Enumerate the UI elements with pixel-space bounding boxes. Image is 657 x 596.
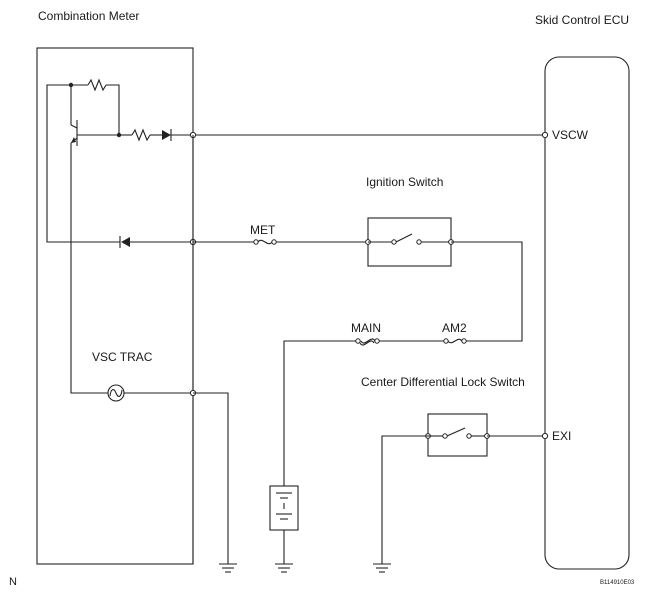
diode-met-icon [119, 236, 130, 248]
fuse-am2-icon [443, 338, 467, 344]
resistor-top-icon [87, 78, 107, 92]
vsc-trac-label: VSC TRAC [92, 350, 153, 364]
center-diff-switch-box [427, 413, 488, 457]
transistor-network [46, 78, 193, 394]
figure-code-label: B114910E03 [600, 580, 635, 586]
skid-control-ecu-box [544, 56, 630, 570]
ignition-switch-icon [365, 233, 454, 245]
fuse-main-icon [355, 338, 380, 346]
exi-terminal-label: EXI [552, 429, 571, 443]
battery-icon [269, 485, 299, 531]
resistor-mid-icon [131, 128, 151, 142]
am2-fuse-label: AM2 [442, 321, 467, 335]
center-diff-lock-switch-label: Center Differential Lock Switch [361, 375, 525, 389]
corner-n-label: N [9, 576, 17, 588]
vscw-terminal-label: VSCW [552, 128, 589, 142]
ignition-switch-label: Ignition Switch [366, 175, 443, 189]
center-diff-switch-icon [425, 427, 490, 439]
combination-meter-title: Combination Meter [38, 9, 139, 23]
skid-control-ecu-title: Skid Control ECU [535, 13, 629, 27]
wire-main-battery [283, 340, 356, 486]
transistor-icon [70, 120, 119, 146]
main-fuse-label: MAIN [351, 321, 381, 335]
combination-meter-box [36, 47, 194, 565]
wire-diff-ground [381, 435, 428, 564]
wire-meter-ground [193, 392, 229, 564]
ground-battery-icon [275, 563, 293, 573]
connector-ecu-exi [541, 432, 549, 440]
ground-diff-icon [373, 563, 391, 573]
met-fuse-label: MET [250, 223, 276, 237]
ground-meter-icon [219, 563, 237, 573]
wire-ignition-am2 [451, 241, 523, 342]
connector-ecu-vscw [541, 131, 549, 139]
fuse-met-icon [253, 239, 277, 245]
